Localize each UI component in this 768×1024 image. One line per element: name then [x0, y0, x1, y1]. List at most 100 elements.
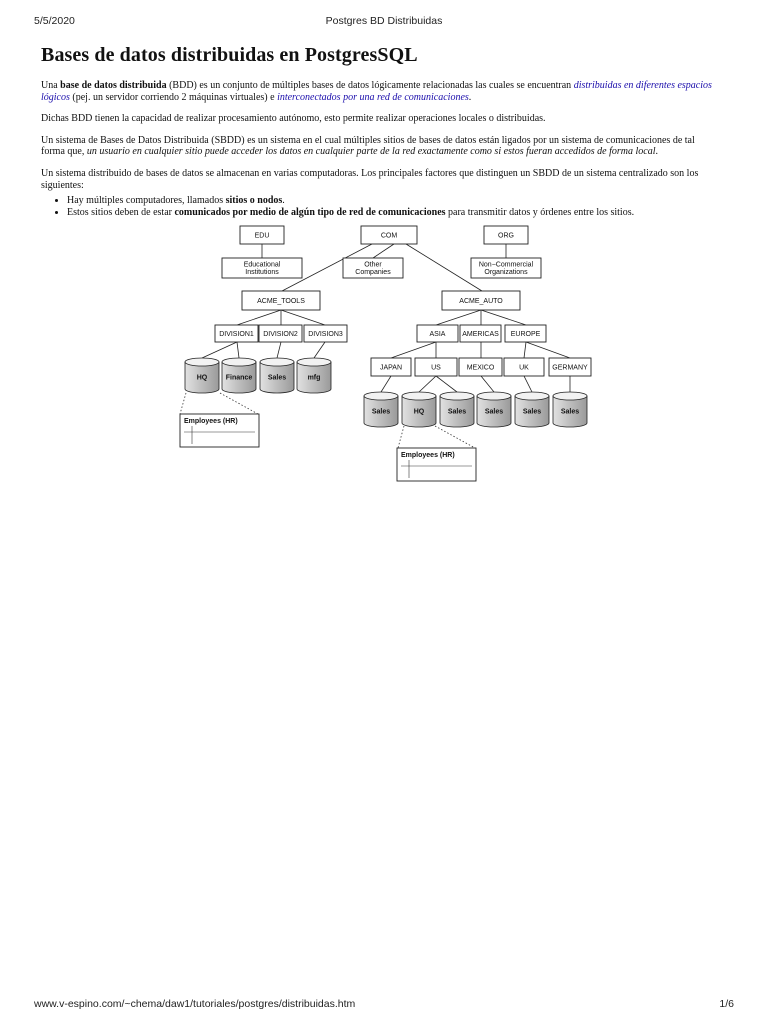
- node-acme-tools-label: ACME_TOOLS: [257, 298, 305, 305]
- db-tools-hq-body: [184, 361, 220, 394]
- node-germany-label: GERMANY: [552, 364, 588, 371]
- node-us-label: US: [431, 364, 441, 371]
- node-org: ORG: [483, 225, 529, 245]
- db-auto-hq: HQ: [401, 391, 437, 428]
- article: Bases de datos distribuidas en PostgresS…: [41, 44, 721, 218]
- node-division2-frame: [258, 324, 303, 343]
- table-employees-tools: Employees (HR): [179, 413, 260, 448]
- node-com: COM: [360, 225, 418, 245]
- node-mexico: MEXICO: [458, 357, 503, 377]
- bullet-text: Estos sitios deben de estar: [67, 206, 175, 218]
- node-org-frame: [483, 225, 529, 245]
- db-auto-sales-top: [514, 391, 550, 401]
- intro-text-3: (pej. un servidor corriendo 2 máquinas v…: [69, 91, 278, 103]
- node-asia: ASIA: [416, 324, 459, 343]
- node-acme-auto-frame: [441, 290, 521, 311]
- node-us: US: [414, 357, 458, 377]
- sbdd-text-2: .: [655, 146, 659, 158]
- node-europe-frame: [504, 324, 547, 343]
- bullet-bold: sitios o nodos: [225, 195, 283, 207]
- db-tools-mfg-body: [296, 361, 332, 394]
- link-interconectados[interactable]: interconectados por una red de comunicac…: [277, 91, 469, 103]
- sbdd-paragraph: Un sistema de Bases de Datos Distribuida…: [41, 135, 721, 158]
- db-auto-sales-label: Sales: [372, 409, 390, 416]
- node-edu-label: EDU: [255, 232, 270, 239]
- node-us-frame: [414, 357, 458, 377]
- db-tools-finance-body: [221, 361, 257, 394]
- db-tools-mfg: mfg: [296, 357, 332, 394]
- list-item: Estos sitios deben de estar comunicados …: [67, 207, 721, 219]
- page-number: 1/6: [719, 998, 734, 1010]
- node-non-commercial-label: Non−Commercial: [479, 262, 534, 269]
- db-auto-sales-body: [514, 395, 550, 428]
- node-other-companies-label: Companies: [355, 269, 391, 276]
- node-other-companies-frame: [342, 257, 404, 279]
- node-division1-frame: [214, 324, 259, 343]
- print-footer: www.v-espino.com/~chema/daw1/tutoriales/…: [34, 998, 734, 1012]
- link-distribuidas[interactable]: distribuidas en diferentes espacios lógi…: [41, 80, 712, 103]
- page-title: Bases de datos distribuidas en PostgresS…: [41, 44, 418, 66]
- node-non-commercial-label: Organizations: [484, 269, 528, 276]
- db-tools-finance-top: [221, 357, 257, 367]
- node-acme-tools: ACME_TOOLS: [241, 290, 321, 311]
- db-auto-sales-label: Sales: [448, 409, 466, 416]
- db-tools-sales: Sales: [259, 357, 295, 394]
- db-tools-hq: HQ: [184, 357, 220, 394]
- node-mexico-label: MEXICO: [467, 364, 495, 371]
- db-tools-mfg-top: [296, 357, 332, 367]
- node-americas: AMERICAS: [459, 324, 502, 343]
- db-auto-sales-label: Sales: [485, 409, 503, 416]
- node-acme-tools-frame: [241, 290, 321, 311]
- print-title: Postgres BD Distribuidas: [325, 15, 443, 27]
- node-edu: EDU: [239, 225, 285, 245]
- print-url: www.v-espino.com/~chema/daw1/tutoriales/…: [34, 998, 356, 1010]
- node-japan: JAPAN: [370, 357, 412, 377]
- db-tools-sales-top: [259, 357, 295, 367]
- sbdd-italic: un usuario en cualquier sitio puede acce…: [86, 146, 656, 158]
- db-tools-sales-label: Sales: [268, 375, 286, 382]
- bullet-bold: comunicados por medio de algún tipo de r…: [174, 206, 446, 218]
- db-auto-sales-body: [476, 395, 512, 428]
- table-boxes: Employees (HR) Employees (HR): [179, 413, 477, 482]
- table-employees-tools-label: Employees (HR): [184, 418, 238, 425]
- db-auto-sales-top: [439, 391, 475, 401]
- db-auto-sales-label: Sales: [561, 409, 579, 416]
- db-auto-sales: Sales: [363, 391, 399, 428]
- db-auto-hq-label: HQ: [414, 409, 425, 416]
- node-americas-frame: [459, 324, 502, 343]
- intro-text-1: Una: [41, 80, 61, 91]
- bullet-text-end: .: [282, 195, 285, 207]
- node-division1-label: DIVISION1: [219, 331, 254, 338]
- table-employees-auto-label: Employees (HR): [401, 452, 455, 459]
- db-auto-sales-body: [439, 395, 475, 428]
- node-division1: DIVISION1: [214, 324, 259, 343]
- db-auto-sales: Sales: [552, 391, 588, 428]
- factors-list: Hay múltiples computadores, llamados sit…: [41, 195, 721, 218]
- node-com-label: COM: [381, 232, 398, 239]
- node-educational-institutions-label: Educational: [244, 262, 281, 269]
- intro-text-2: (BDD) es un conjunto de múltiples bases …: [166, 80, 574, 91]
- db-auto-sales: Sales: [439, 391, 475, 428]
- node-europe-label: EUROPE: [511, 331, 541, 338]
- dotted-links: [179, 392, 476, 449]
- db-auto-hq-top: [401, 391, 437, 401]
- table-employees-auto-frame: [396, 447, 477, 482]
- bullet-text-end: para transmitir datos y órdenes entre lo…: [445, 206, 635, 218]
- print-header: 5/5/2020 Postgres BD Distribuidas: [34, 15, 734, 29]
- print-date: 5/5/2020: [34, 15, 75, 27]
- node-europe: EUROPE: [504, 324, 547, 343]
- node-uk-label: UK: [519, 364, 529, 371]
- db-auto-sales: Sales: [476, 391, 512, 428]
- node-division2: DIVISION2: [258, 324, 303, 343]
- node-asia-frame: [416, 324, 459, 343]
- bullet-text: Hay múltiples computadores, llamados: [67, 195, 226, 207]
- node-uk: UK: [503, 357, 545, 377]
- node-division3-frame: [303, 324, 348, 343]
- db-tools-hq-label: HQ: [197, 375, 208, 382]
- node-educational-institutions-frame: [221, 257, 303, 279]
- db-auto-hq-body: [401, 395, 437, 428]
